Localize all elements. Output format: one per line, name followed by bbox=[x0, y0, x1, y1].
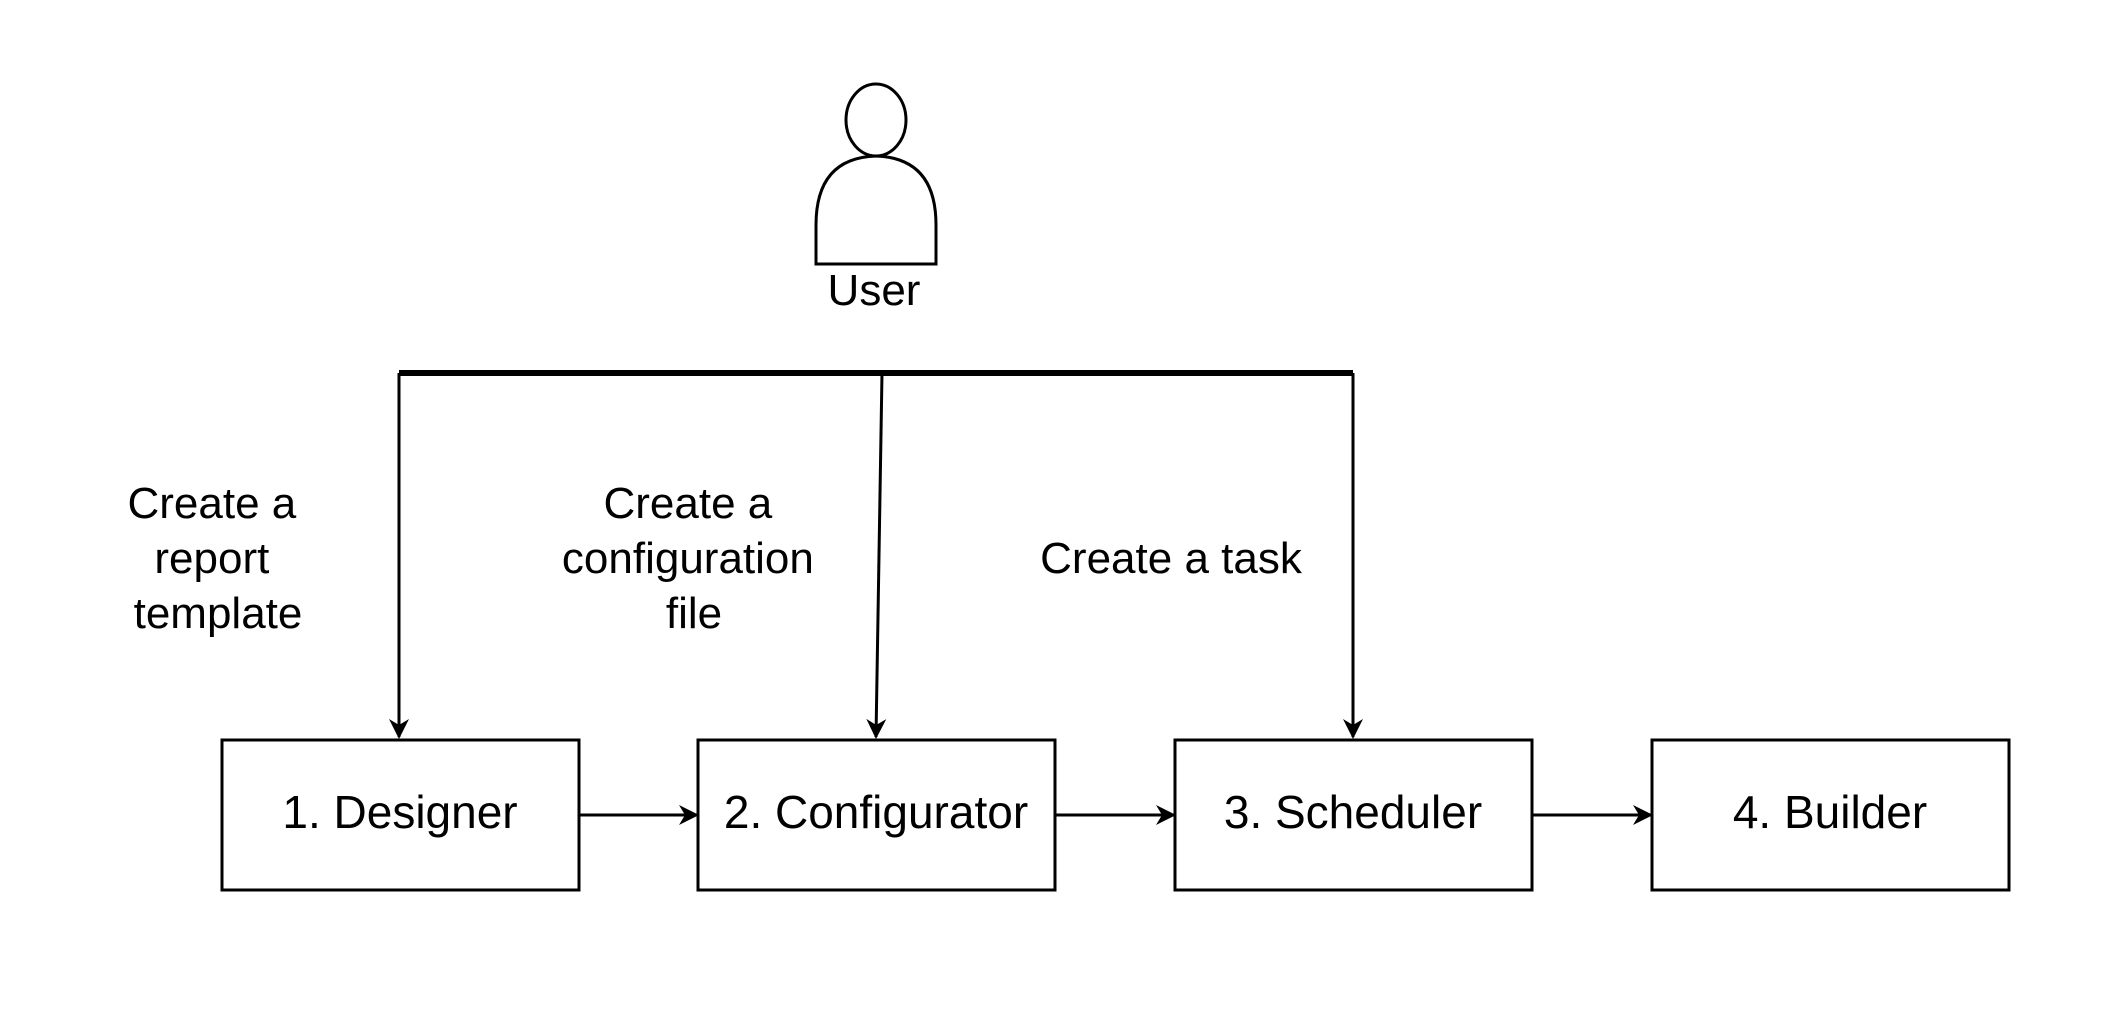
edge-label-scheduler: Create a task bbox=[1040, 534, 1303, 583]
user-label: User bbox=[828, 266, 921, 315]
node-configurator-label: 2. Configurator bbox=[724, 786, 1028, 838]
node-scheduler: 3. Scheduler bbox=[1173, 738, 1534, 892]
node-builder: 4. Builder bbox=[1650, 738, 2011, 892]
user-icon bbox=[814, 82, 938, 266]
edge-label-configurator: Create a configuration file bbox=[562, 479, 826, 638]
node-designer: 1. Designer bbox=[220, 738, 581, 892]
user-actor: User bbox=[814, 82, 938, 315]
arrow-user-to-configurator bbox=[866, 372, 887, 739]
node-builder-label: 4. Builder bbox=[1733, 786, 1927, 838]
node-scheduler-label: 3. Scheduler bbox=[1224, 786, 1482, 838]
edge-label-designer: Create a report template bbox=[128, 479, 309, 638]
node-designer-label: 1. Designer bbox=[282, 786, 517, 838]
node-configurator: 2. Configurator bbox=[696, 738, 1057, 892]
